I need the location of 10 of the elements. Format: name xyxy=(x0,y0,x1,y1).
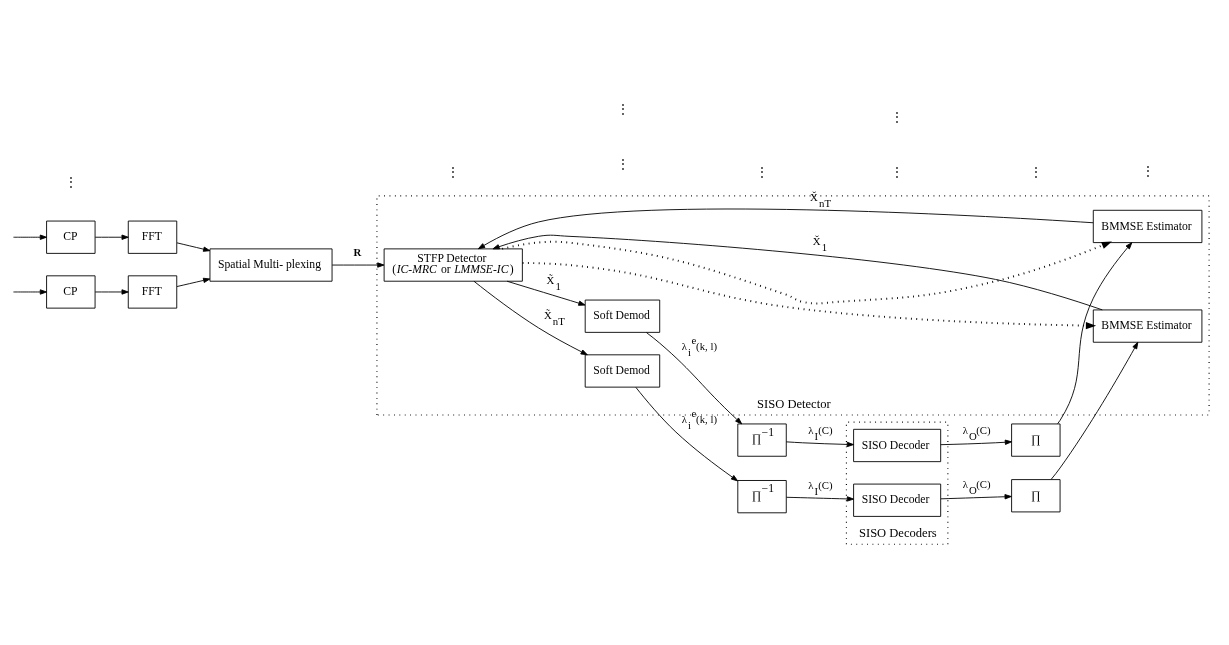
label: ⋮ xyxy=(447,165,460,179)
label: ⋮ xyxy=(756,165,769,179)
label: ⋮ xyxy=(616,102,629,116)
edge-label: R xyxy=(353,246,362,259)
label: ⋮ xyxy=(616,157,629,171)
label: ⋮ xyxy=(891,165,904,179)
label: ⋮ xyxy=(64,175,77,189)
label: ⋮ xyxy=(891,110,904,124)
label: ⋮ xyxy=(1141,164,1154,178)
label: ⋮ xyxy=(1030,165,1042,179)
